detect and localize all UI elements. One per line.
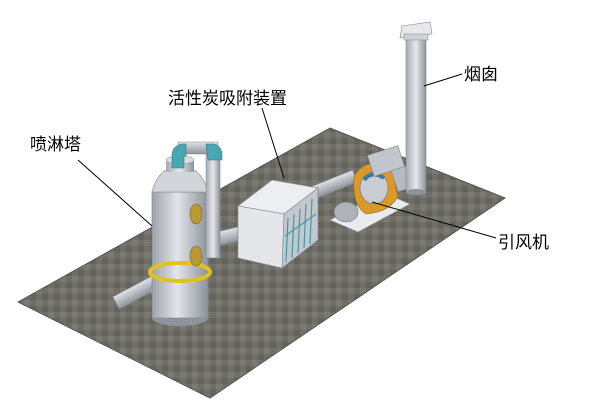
leader-line-spray-tower — [77, 159, 153, 227]
tower-elbow-left — [171, 143, 187, 169]
spray-tower — [148, 141, 223, 326]
leader-line-chimney — [423, 73, 463, 87]
label-chimney: 烟囱 — [464, 65, 498, 85]
induced-fan — [333, 145, 405, 223]
tower-elbow-right — [205, 143, 223, 161]
label-induced-fan: 引风机 — [498, 233, 549, 253]
leader-line-carbon-adsorber — [261, 107, 285, 179]
tower-ring — [148, 261, 212, 283]
label-spray-tower: 喷淋塔 — [30, 135, 81, 155]
chimney — [390, 21, 433, 195]
carbon-adsorber — [237, 179, 319, 269]
label-carbon-adsorber: 活性炭吸附装置 — [168, 89, 287, 109]
leader-line-induced-fan — [371, 201, 497, 239]
